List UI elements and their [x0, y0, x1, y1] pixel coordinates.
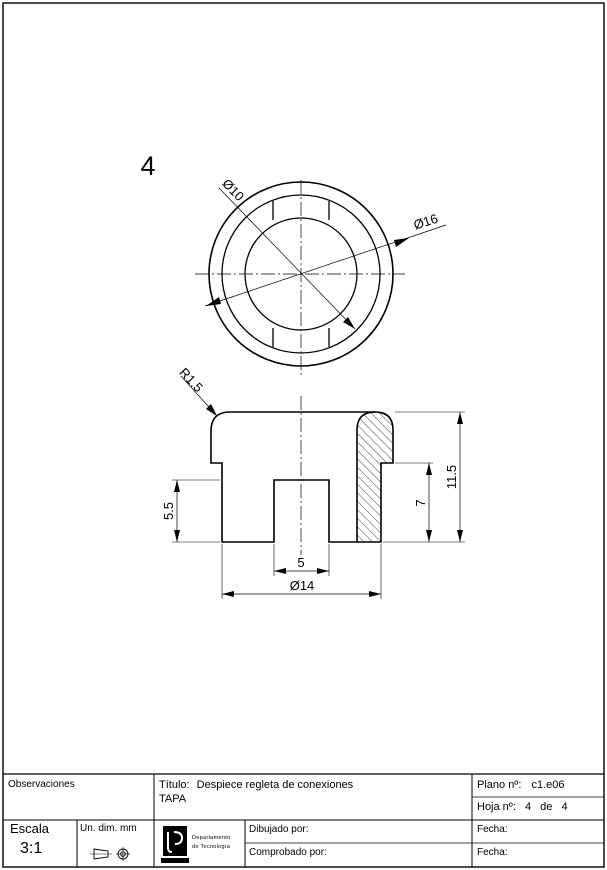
hoja-de: de: [540, 801, 553, 813]
department-logo-icon: [161, 826, 189, 863]
title-block-grid: [3, 773, 604, 867]
plano-label: Plano nº:: [477, 779, 522, 791]
dim-h55: 5.5: [161, 502, 176, 520]
dim-h7: 7: [413, 499, 428, 506]
dim-d14: Ø14: [290, 578, 315, 593]
hoja-total: 4: [561, 801, 568, 813]
titulo-label: Título:: [159, 779, 190, 791]
d10-leader: [218, 187, 356, 330]
r15-arrow: [206, 404, 217, 416]
dim-w5: 5: [297, 555, 304, 570]
department-line2: de Tecnología: [192, 844, 231, 850]
d16-arrow-right: [394, 238, 409, 247]
dim-h115: 11.5: [444, 465, 459, 489]
top-view: [195, 180, 447, 375]
titulo-row: Título: Despiece regleta de conexiones: [159, 779, 353, 791]
inner-circle-d10: [244, 217, 358, 331]
fecha2-label: Fecha:: [477, 847, 508, 858]
hoja-row: Hoja nº: 4 de 4: [477, 801, 568, 813]
dim-d10: Ø10: [219, 176, 247, 204]
observaciones-label: Observaciones: [8, 779, 75, 790]
hoja-value: 4: [524, 801, 532, 813]
escala-value: 3:1: [20, 840, 43, 857]
right-half-section: [356, 411, 394, 543]
escala-label: Escala: [10, 821, 50, 836]
unidades-label: Un. dim. mm: [80, 823, 137, 834]
d16-arrow-left: [206, 297, 221, 306]
dim-r15: R1.5: [176, 365, 206, 395]
titulo-value: Despiece regleta de conexiones: [196, 779, 354, 791]
hoja-label: Hoja nº:: [477, 801, 516, 813]
outer-circle-d16: [208, 181, 394, 367]
comprobado-label: Comprobado por:: [249, 847, 327, 858]
dibujado-label: Dibujado por:: [249, 824, 309, 835]
inner-bore-right: [301, 479, 357, 543]
fecha1-label: Fecha:: [477, 824, 508, 835]
plano-value: c1.e06: [531, 779, 565, 791]
left-half-outline: [210, 411, 301, 543]
department-name: Departamento de Tecnología: [192, 834, 230, 852]
dim-d16: Ø16: [412, 211, 440, 233]
titulo-sub: TAPA: [159, 793, 187, 805]
projection-symbol-icon: [90, 847, 130, 861]
department-line1: Departamento: [192, 835, 231, 841]
front-view: [172, 375, 465, 599]
plano-row: Plano nº: c1.e06: [477, 779, 564, 791]
d16-leader: [204, 224, 447, 307]
circle-d14: [221, 194, 381, 354]
d10-arrow: [343, 317, 355, 329]
part-number: 4: [140, 151, 155, 181]
